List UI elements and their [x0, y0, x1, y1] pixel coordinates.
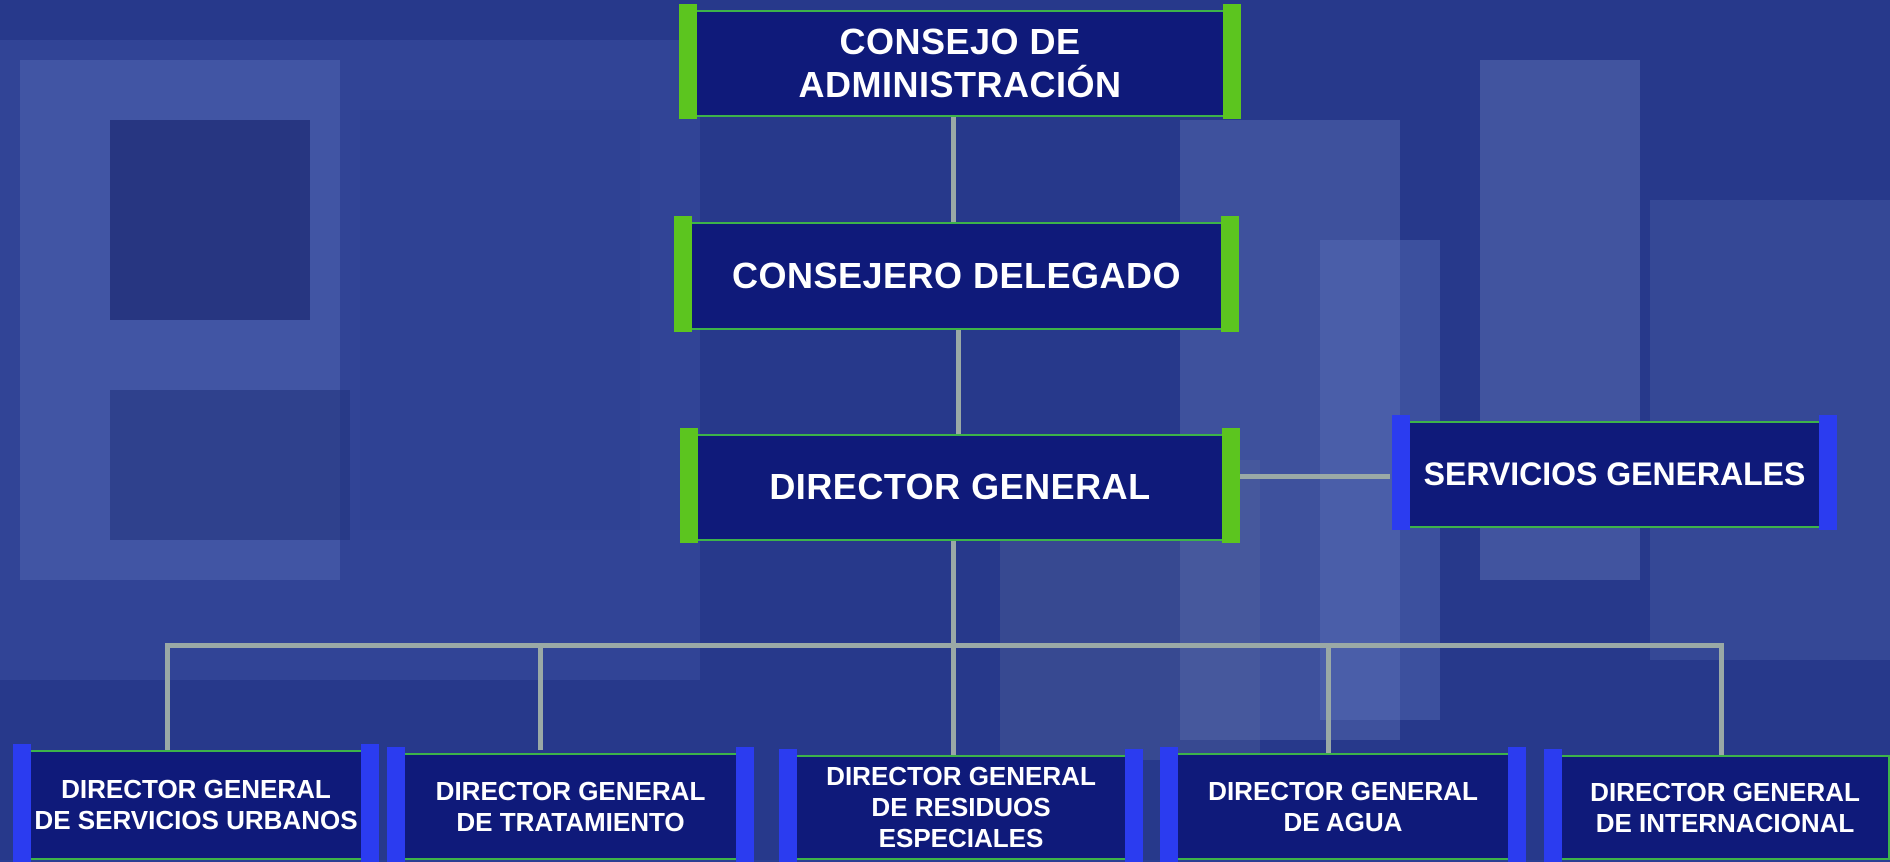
node-label: SERVICIOS GENERALES — [1423, 455, 1806, 492]
node-servicios-generales: SERVICIOS GENERALES — [1392, 415, 1837, 530]
node-label: DIRECTOR GENERAL DE RESIDUOS ESPECIALES — [826, 761, 1096, 853]
node-consejero-delegado: CONSEJERO DELEGADO — [674, 216, 1239, 332]
accent-bar-left — [13, 744, 31, 862]
connector-delegate-director — [956, 330, 961, 434]
connector-top-delegate — [951, 115, 956, 222]
node-division-residuos-especiales: DIRECTOR GENERAL DE RESIDUOS ESPECIALES — [779, 749, 1143, 862]
connector-director-down — [951, 540, 956, 645]
node-label: CONSEJERO DELEGADO — [731, 254, 1182, 296]
accent-bar-left — [1544, 749, 1562, 862]
connector-division-1 — [165, 643, 170, 750]
accent-bar-left — [1160, 747, 1178, 862]
node-label: DIRECTOR GENERAL DE SERVICIOS URBANOS — [34, 774, 358, 835]
accent-bar-right — [1125, 749, 1143, 862]
accent-bar-left — [679, 4, 697, 119]
node-division-agua: DIRECTOR GENERAL DE AGUA — [1160, 747, 1526, 862]
node-division-tratamiento: DIRECTOR GENERAL DE TRATAMIENTO — [387, 747, 754, 862]
accent-bar-right — [361, 744, 379, 862]
accent-bar-right — [1222, 428, 1240, 543]
node-label: CONSEJO DE ADMINISTRACIÓN — [798, 21, 1122, 105]
connector-division-4 — [1326, 643, 1331, 753]
connector-division-5 — [1719, 643, 1724, 755]
node-division-servicios-urbanos: DIRECTOR GENERAL DE SERVICIOS URBANOS — [13, 744, 379, 862]
accent-bar-right — [1223, 4, 1241, 119]
accent-bar-left — [1392, 415, 1410, 530]
connector-director-services — [1240, 474, 1390, 479]
node-label: DIRECTOR GENERAL DE INTERNACIONAL — [1590, 776, 1860, 838]
accent-bar-left — [779, 749, 797, 862]
connector-division-2 — [538, 643, 543, 750]
node-label: DIRECTOR GENERAL DE TRATAMIENTO — [435, 775, 706, 837]
accent-bar-right — [736, 747, 754, 862]
node-director-general: DIRECTOR GENERAL — [680, 428, 1240, 543]
connector-horizontal-bus — [165, 643, 1724, 648]
accent-bar-left — [387, 747, 405, 862]
accent-bar-right — [1819, 415, 1837, 530]
node-division-internacional: DIRECTOR GENERAL DE INTERNACIONAL — [1544, 749, 1890, 862]
accent-bar-left — [674, 216, 692, 332]
accent-bar-right — [1508, 747, 1526, 862]
node-label: DIRECTOR GENERAL — [769, 466, 1151, 508]
node-label: DIRECTOR GENERAL DE AGUA — [1208, 775, 1478, 837]
accent-bar-left — [680, 428, 698, 543]
node-consejo-administracion: CONSEJO DE ADMINISTRACIÓN — [679, 4, 1241, 119]
accent-bar-right — [1221, 216, 1239, 332]
connector-division-3 — [951, 643, 956, 755]
